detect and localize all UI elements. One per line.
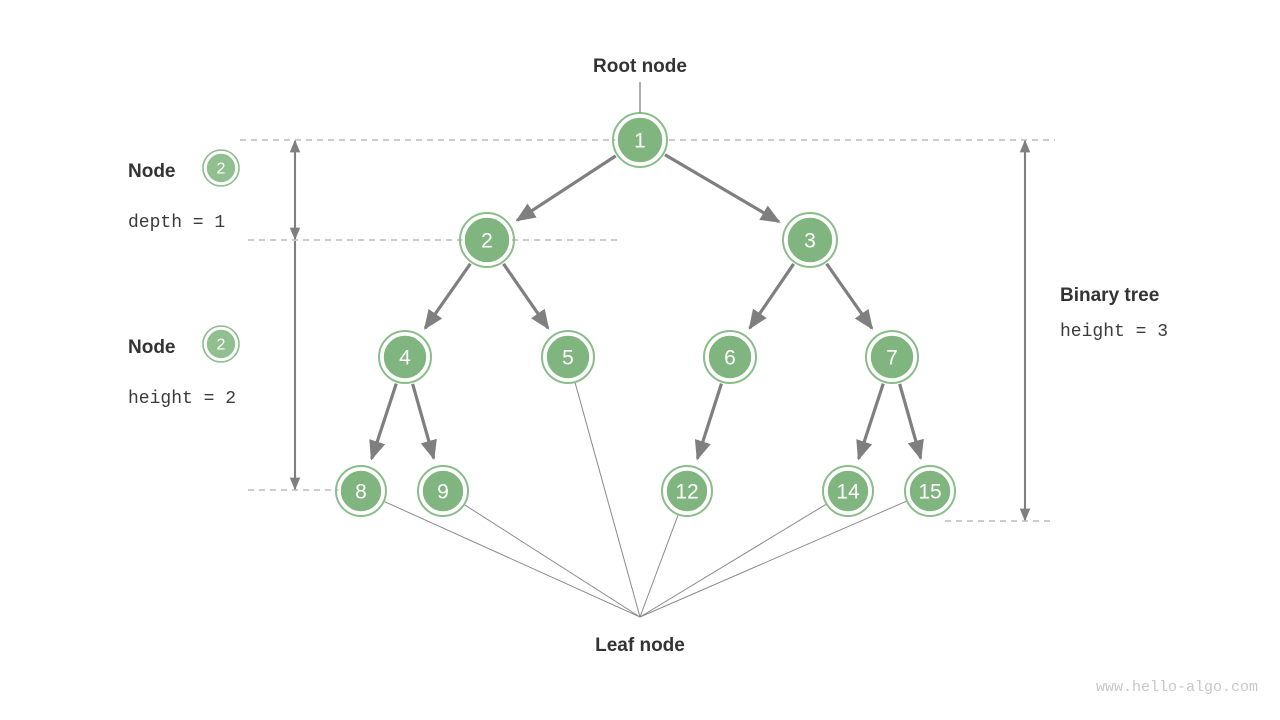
measure-arrows — [289, 139, 1031, 522]
node-height-badge-disc — [204, 327, 238, 361]
leaf-leader-n8 — [383, 500, 641, 618]
tree-node-12[interactable]: 12 — [661, 465, 713, 517]
binary-tree-height-value: height = 3 — [1060, 322, 1168, 342]
node-depth-badge-disc — [204, 151, 238, 185]
node-height-badge: 2 — [202, 325, 240, 363]
leaf-leader-lines — [383, 381, 908, 618]
tree-node-1[interactable]: 1 — [612, 112, 668, 168]
edge-n1-n2 — [515, 154, 617, 222]
node-depth-annotation: Node 2 depth = 1 — [128, 149, 240, 233]
tree-node-9[interactable]: 9 — [417, 465, 469, 517]
edge-n3-n6 — [748, 263, 795, 330]
node-value: 7 — [886, 347, 898, 370]
root-node-label: Root node — [593, 56, 687, 77]
edge-n4-n8 — [369, 383, 398, 461]
node-value: 4 — [399, 347, 411, 370]
node-depth-title: Node — [128, 161, 176, 182]
leaf-leader-n5 — [574, 381, 641, 618]
tree-edges — [369, 153, 924, 461]
node-outer-ring — [865, 330, 919, 384]
edge-n4-n9 — [411, 383, 437, 461]
node-outer-ring — [378, 330, 432, 384]
node-outer-ring — [541, 330, 595, 384]
tree-node-2[interactable]: 2 — [459, 212, 515, 268]
edge-n3-n7 — [825, 262, 874, 330]
node-disc — [615, 115, 665, 165]
node-disc — [706, 333, 754, 381]
node-disc — [825, 468, 871, 514]
tree-height-annotation: Binary tree height = 3 — [1060, 285, 1168, 342]
node-outer-ring — [335, 465, 387, 517]
tree-node-15[interactable]: 15 — [904, 465, 956, 517]
tree-node-14[interactable]: 14 — [822, 465, 874, 517]
leaf-leader-n9 — [463, 504, 641, 618]
tree-node-6[interactable]: 6 — [703, 330, 757, 384]
edge-n1-n3 — [664, 153, 781, 224]
tree-node-7[interactable]: 7 — [865, 330, 919, 384]
node-height-value: height = 2 — [128, 389, 236, 409]
node-outer-ring — [459, 212, 515, 268]
node-outer-ring — [703, 330, 757, 384]
node-value: 14 — [836, 481, 860, 504]
node-disc — [462, 215, 512, 265]
node-value: 6 — [724, 347, 736, 370]
node-disc — [381, 333, 429, 381]
tree-node-5[interactable]: 5 — [541, 330, 595, 384]
watermark-label: www.hello-algo.com — [1096, 679, 1258, 696]
leaf-node-annotation: Leaf node — [595, 635, 685, 656]
node-depth-badge: 2 — [202, 149, 240, 187]
node-value: 15 — [918, 481, 941, 504]
leaf-leader-n15 — [639, 500, 908, 618]
node-outer-ring — [822, 465, 874, 517]
node-depth-badge-value: 2 — [217, 161, 226, 178]
guide-lines — [240, 139, 1055, 522]
node-outer-ring — [782, 212, 838, 268]
node-disc — [420, 468, 466, 514]
tree-node-8[interactable]: 8 — [335, 465, 387, 517]
node-depth-badge-ring — [202, 149, 240, 187]
node-height-title: Node — [128, 337, 176, 358]
node-value: 12 — [675, 481, 698, 504]
node-value: 5 — [562, 347, 574, 370]
tree-node-3[interactable]: 3 — [782, 212, 838, 268]
node-disc — [544, 333, 592, 381]
node-disc — [785, 215, 835, 265]
node-outer-ring — [904, 465, 956, 517]
tree-node-4[interactable]: 4 — [378, 330, 432, 384]
node-disc — [338, 468, 384, 514]
node-value: 2 — [481, 230, 493, 253]
node-outer-ring — [661, 465, 713, 517]
node-value: 3 — [804, 230, 816, 253]
edge-n2-n5 — [502, 262, 550, 330]
leaf-node-label: Leaf node — [595, 635, 685, 656]
node-value: 9 — [437, 481, 449, 504]
root-node-annotation: Root node — [593, 56, 687, 113]
edge-n7-n15 — [898, 383, 924, 461]
node-height-annotation: Node 2 height = 2 — [128, 325, 240, 409]
edge-n7-n14 — [856, 383, 885, 461]
node-height-badge-ring — [202, 325, 240, 363]
node-height-badge-value: 2 — [217, 337, 226, 354]
leaf-leader-n14 — [639, 503, 827, 618]
node-disc — [868, 333, 916, 381]
node-value: 1 — [634, 130, 646, 153]
binary-tree-title: Binary tree — [1060, 285, 1159, 306]
leaf-leader-n12 — [639, 514, 679, 618]
node-disc — [664, 468, 710, 514]
node-depth-value: depth = 1 — [128, 213, 225, 233]
edge-n6-n12 — [694, 383, 723, 461]
node-outer-ring — [417, 465, 469, 517]
node-disc — [907, 468, 953, 514]
node-value: 8 — [355, 481, 367, 504]
edge-n2-n4 — [423, 262, 472, 330]
